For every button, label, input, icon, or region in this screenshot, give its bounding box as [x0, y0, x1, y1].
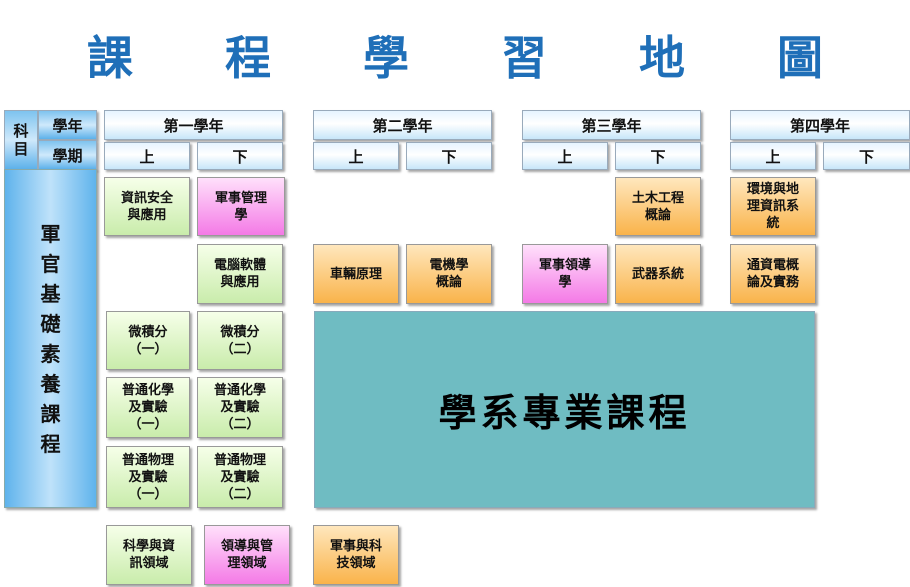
course-physics-1: 普通物理 及實驗 （一） [106, 446, 190, 508]
y4-upper: 上 [730, 142, 816, 170]
year-2-header: 第二學年 [313, 110, 492, 140]
course-electrical-intro: 電機學 概論 [406, 244, 492, 304]
page-title: 課 程 學 習 地 圖 [86, 31, 862, 85]
y1-lower: 下 [197, 142, 283, 170]
legend-science-info: 科學與資 訊領域 [106, 525, 192, 585]
side-char: 程 [40, 431, 61, 456]
year-3-header: 第三學年 [522, 110, 701, 140]
course-weapon-systems: 武器系統 [615, 244, 701, 304]
course-military-leadership: 軍事領導 學 [522, 244, 608, 304]
subject-header: 科 目 [4, 110, 38, 170]
course-computer-software: 電腦軟體 與應用 [197, 244, 283, 304]
course-civil-engineering: 土木工程 概論 [615, 177, 701, 236]
side-char: 課 [40, 401, 61, 426]
course-vehicle-principles: 車輛原理 [313, 244, 399, 304]
course-calculus-2: 微積分 （二） [197, 311, 283, 370]
year-header: 學年 [38, 110, 97, 140]
side-char: 素 [40, 341, 61, 366]
year-4-header: 第四學年 [730, 110, 910, 140]
course-info-security: 資訊安全 與應用 [104, 177, 190, 236]
course-telecom: 通資電概 論及實務 [730, 244, 816, 304]
side-char: 礎 [40, 311, 61, 336]
y3-lower: 下 [615, 142, 701, 170]
major-courses-block: 學系專業課程 [314, 311, 815, 508]
y2-lower: 下 [406, 142, 492, 170]
subject-label-1: 科 [13, 122, 29, 140]
side-char: 養 [40, 371, 61, 396]
side-char: 官 [40, 251, 61, 276]
legend-leadership-mgmt: 領導與管 理領域 [204, 525, 290, 585]
year-1-header: 第一學年 [104, 110, 283, 140]
course-military-management: 軍事管理 學 [197, 177, 285, 236]
course-chemistry-2: 普通化學 及實驗 （二） [197, 377, 283, 438]
course-chemistry-1: 普通化學 及實驗 （一） [106, 377, 190, 438]
y2-upper: 上 [313, 142, 399, 170]
semester-header: 學期 [38, 140, 97, 170]
side-char: 軍 [40, 221, 61, 246]
legend-military-tech: 軍事與科 技領域 [313, 525, 399, 585]
course-physics-2: 普通物理 及實驗 （二） [197, 446, 283, 508]
subject-label-2: 目 [13, 140, 29, 158]
foundation-courses-label: 軍 官 基 礎 素 養 課 程 [4, 169, 97, 508]
y1-upper: 上 [104, 142, 190, 170]
y3-upper: 上 [522, 142, 608, 170]
side-char: 基 [40, 281, 61, 306]
course-calculus-1: 微積分 （一） [106, 311, 190, 370]
y4-lower: 下 [823, 142, 910, 170]
course-environment-gis: 環境與地 理資訊系 統 [730, 177, 816, 236]
